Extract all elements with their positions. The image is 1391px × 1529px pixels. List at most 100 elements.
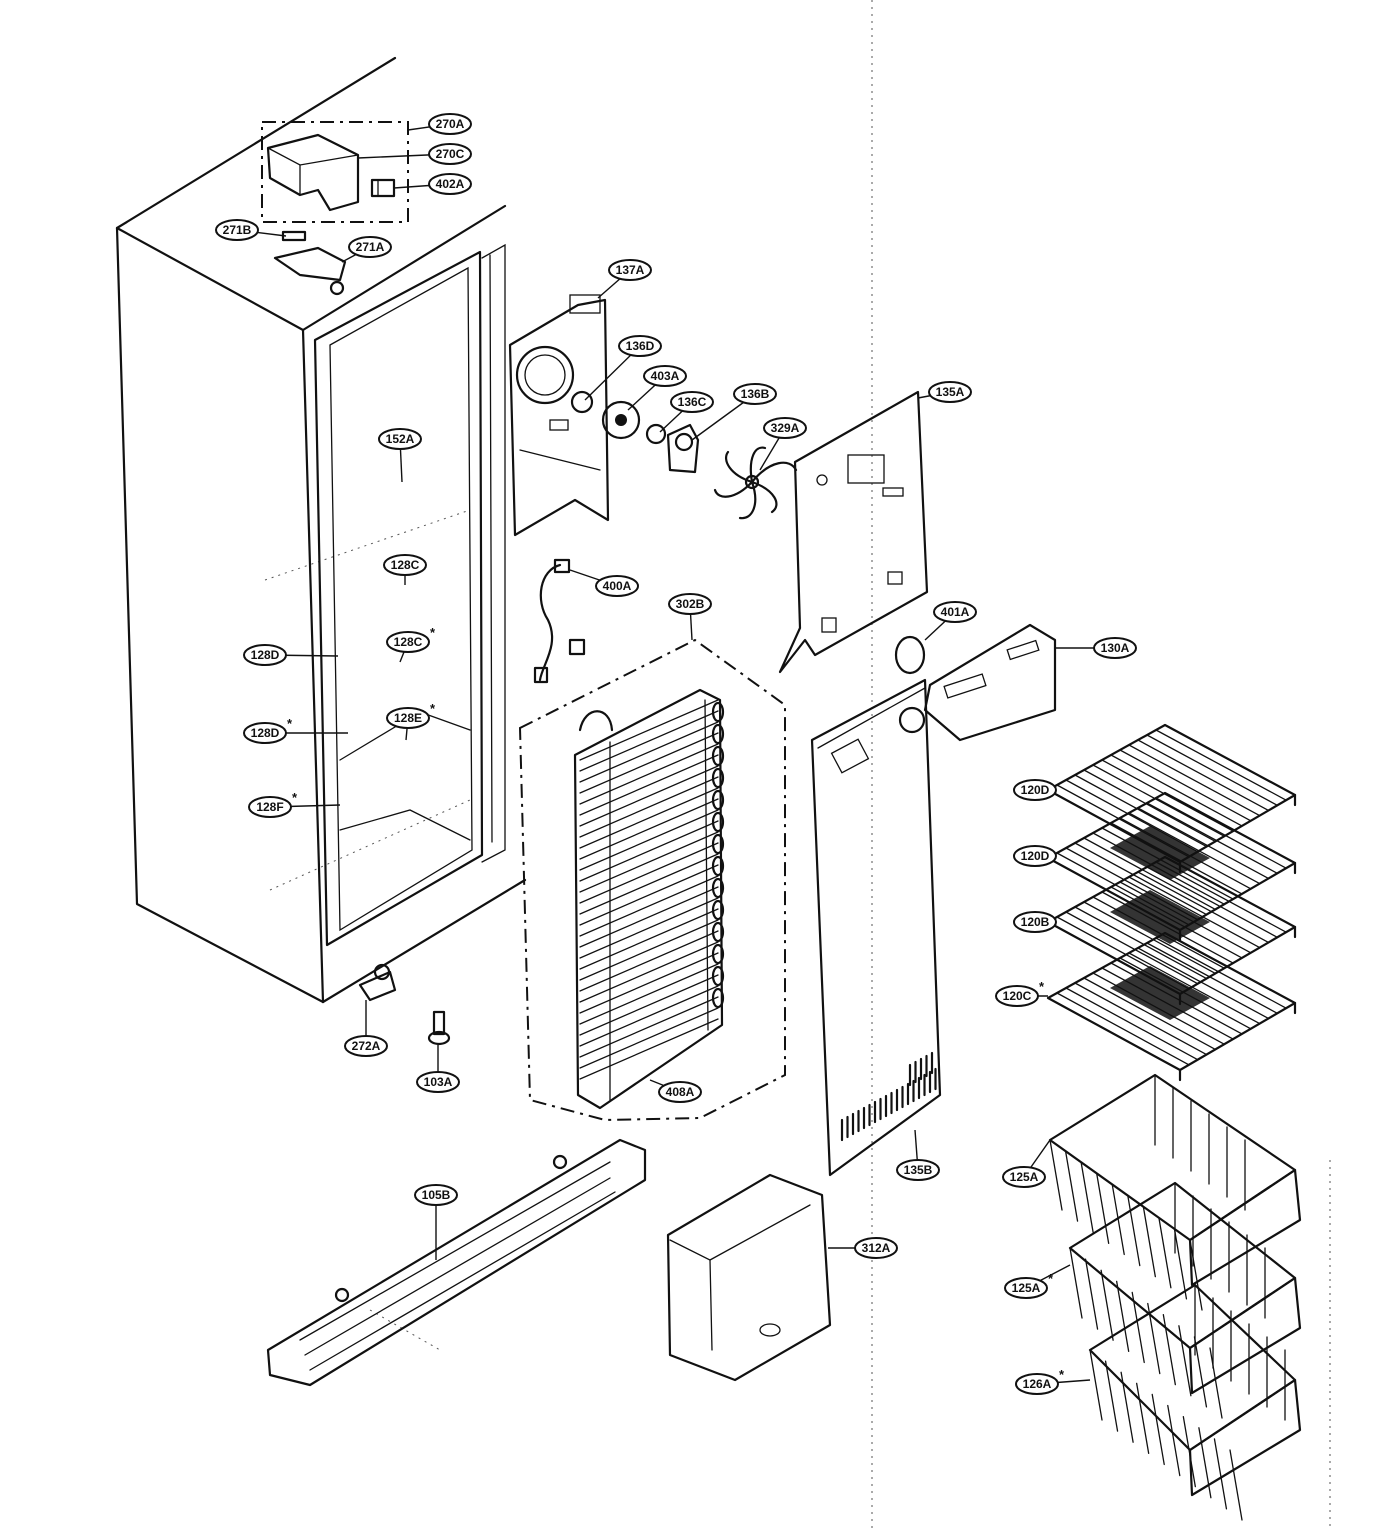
callout-text: 402A bbox=[436, 177, 465, 191]
construction-lines bbox=[264, 0, 1331, 1529]
callout-text: 401A bbox=[941, 605, 970, 619]
callout-text: 126A bbox=[1023, 1377, 1052, 1391]
evaporator-group-outline bbox=[518, 638, 786, 1122]
callout-text: 103A bbox=[424, 1075, 453, 1089]
defrost-sensor-wire bbox=[533, 558, 586, 684]
callout-text: 152A bbox=[386, 432, 415, 446]
callout-401a: 401A bbox=[933, 601, 977, 623]
fan-motor bbox=[570, 390, 700, 474]
callout-135b: 135B bbox=[896, 1159, 940, 1181]
icemaker-housing bbox=[266, 133, 360, 212]
callout-128c: 128C bbox=[383, 554, 427, 576]
callout-152a: 152A bbox=[378, 428, 422, 450]
callout-135a: 135A bbox=[928, 381, 972, 403]
callout-130a: 130A bbox=[1093, 637, 1137, 659]
wire-shelf bbox=[1046, 855, 1297, 1006]
callout-125a: 125A bbox=[1002, 1166, 1046, 1188]
evaporator-cover-lower bbox=[810, 678, 942, 1177]
callout-136d: 136D bbox=[618, 335, 662, 357]
callout-leader-lines bbox=[236, 123, 1115, 1385]
callout-asterisk: * bbox=[1059, 1367, 1065, 1382]
callout-text: 270C bbox=[436, 147, 465, 161]
callout-text: 130A bbox=[1101, 641, 1130, 655]
callout-text: 105B bbox=[422, 1188, 451, 1202]
callout-402a: 402A bbox=[428, 173, 472, 195]
callout-103a: 103A bbox=[416, 1071, 460, 1093]
callout-text: 125A bbox=[1010, 1170, 1039, 1184]
wire-baskets bbox=[1048, 1073, 1302, 1521]
callout-312a: 312A bbox=[854, 1237, 898, 1259]
callout-329a: 329A bbox=[763, 417, 807, 439]
callout-text: 128C bbox=[394, 635, 423, 649]
callout-text: 135B bbox=[904, 1163, 933, 1177]
callout-126a: 126A * bbox=[1015, 1367, 1065, 1395]
callout-text: 128E bbox=[394, 711, 422, 725]
hinge-bracket bbox=[273, 230, 347, 296]
callout-labels: 270A 270C 402A 271B 271A 137A 136D 403A 136C 136B… bbox=[215, 113, 1137, 1395]
callout-302b: 302B bbox=[668, 593, 712, 615]
callout-text: 302B bbox=[676, 597, 705, 611]
callout-272a: 272A bbox=[344, 1035, 388, 1057]
callout-text: 128D bbox=[251, 726, 280, 740]
leveling-leg bbox=[427, 1010, 451, 1046]
switch-part bbox=[370, 178, 396, 198]
callout-asterisk: * bbox=[1039, 979, 1045, 994]
wire-shelf bbox=[1046, 931, 1297, 1082]
callout-120c: 120C * bbox=[995, 979, 1045, 1007]
callout-271b: 271B bbox=[215, 219, 259, 241]
wire-basket bbox=[1048, 1073, 1302, 1311]
callout-125a2: 125A * bbox=[1004, 1271, 1054, 1299]
callout-text: 120C bbox=[1003, 989, 1032, 1003]
callout-text: 136B bbox=[741, 387, 770, 401]
callout-asterisk: * bbox=[430, 625, 436, 640]
callout-text: 137A bbox=[616, 263, 645, 277]
callout-text: 270A bbox=[436, 117, 465, 131]
wire-basket bbox=[1068, 1181, 1302, 1419]
hinge-lower bbox=[358, 963, 397, 1002]
callout-120d2: 120D bbox=[1013, 845, 1057, 867]
toe-grille bbox=[266, 1138, 647, 1387]
evaporator-coil bbox=[573, 688, 725, 1110]
callout-text: 312A bbox=[862, 1241, 891, 1255]
callout-text: 128F bbox=[256, 800, 283, 814]
callout-408a: 408A bbox=[658, 1081, 702, 1103]
wire-basket bbox=[1088, 1283, 1302, 1521]
fan-blade bbox=[713, 446, 798, 520]
icemaker-group-box bbox=[261, 121, 409, 223]
callout-271a: 271A bbox=[348, 236, 392, 258]
callout-text: 120B bbox=[1021, 915, 1050, 929]
callout-128d: 128D bbox=[243, 644, 287, 666]
callout-text: 120D bbox=[1021, 849, 1050, 863]
callout-text: 408A bbox=[666, 1085, 695, 1099]
callout-text: 400A bbox=[603, 579, 632, 593]
callout-text: 135A bbox=[936, 385, 965, 399]
callout-137a: 137A bbox=[608, 259, 652, 281]
callout-403a: 403A bbox=[643, 365, 687, 387]
callout-text: 136C bbox=[678, 395, 707, 409]
wire-shelves bbox=[1046, 723, 1297, 1082]
callout-text: 271A bbox=[356, 240, 385, 254]
drain-pan bbox=[666, 1173, 832, 1382]
callout-128d2: 128D * bbox=[243, 716, 293, 744]
callout-128e: 128E * bbox=[386, 701, 436, 729]
callout-asterisk: * bbox=[1048, 1271, 1054, 1286]
callout-270c: 270C bbox=[428, 143, 472, 165]
callout-270a: 270A bbox=[428, 113, 472, 135]
evaporator-cover-upper bbox=[778, 390, 929, 674]
cabinet-body bbox=[115, 56, 527, 1004]
callout-text: 272A bbox=[352, 1039, 381, 1053]
callout-128c2: 128C * bbox=[386, 625, 436, 653]
callout-text: 128D bbox=[251, 648, 280, 662]
callout-text: 403A bbox=[651, 369, 680, 383]
callout-136c: 136C bbox=[670, 391, 714, 413]
fan-bracket bbox=[508, 294, 610, 537]
callout-asterisk: * bbox=[430, 701, 436, 716]
callout-text: 329A bbox=[771, 421, 800, 435]
callout-asterisk: * bbox=[287, 716, 293, 731]
callout-text: 125A bbox=[1012, 1281, 1041, 1295]
callout-text: 128C bbox=[391, 558, 420, 572]
callout-text: 136D bbox=[626, 339, 655, 353]
callout-asterisk: * bbox=[292, 790, 298, 805]
callout-136b: 136B bbox=[733, 383, 777, 405]
